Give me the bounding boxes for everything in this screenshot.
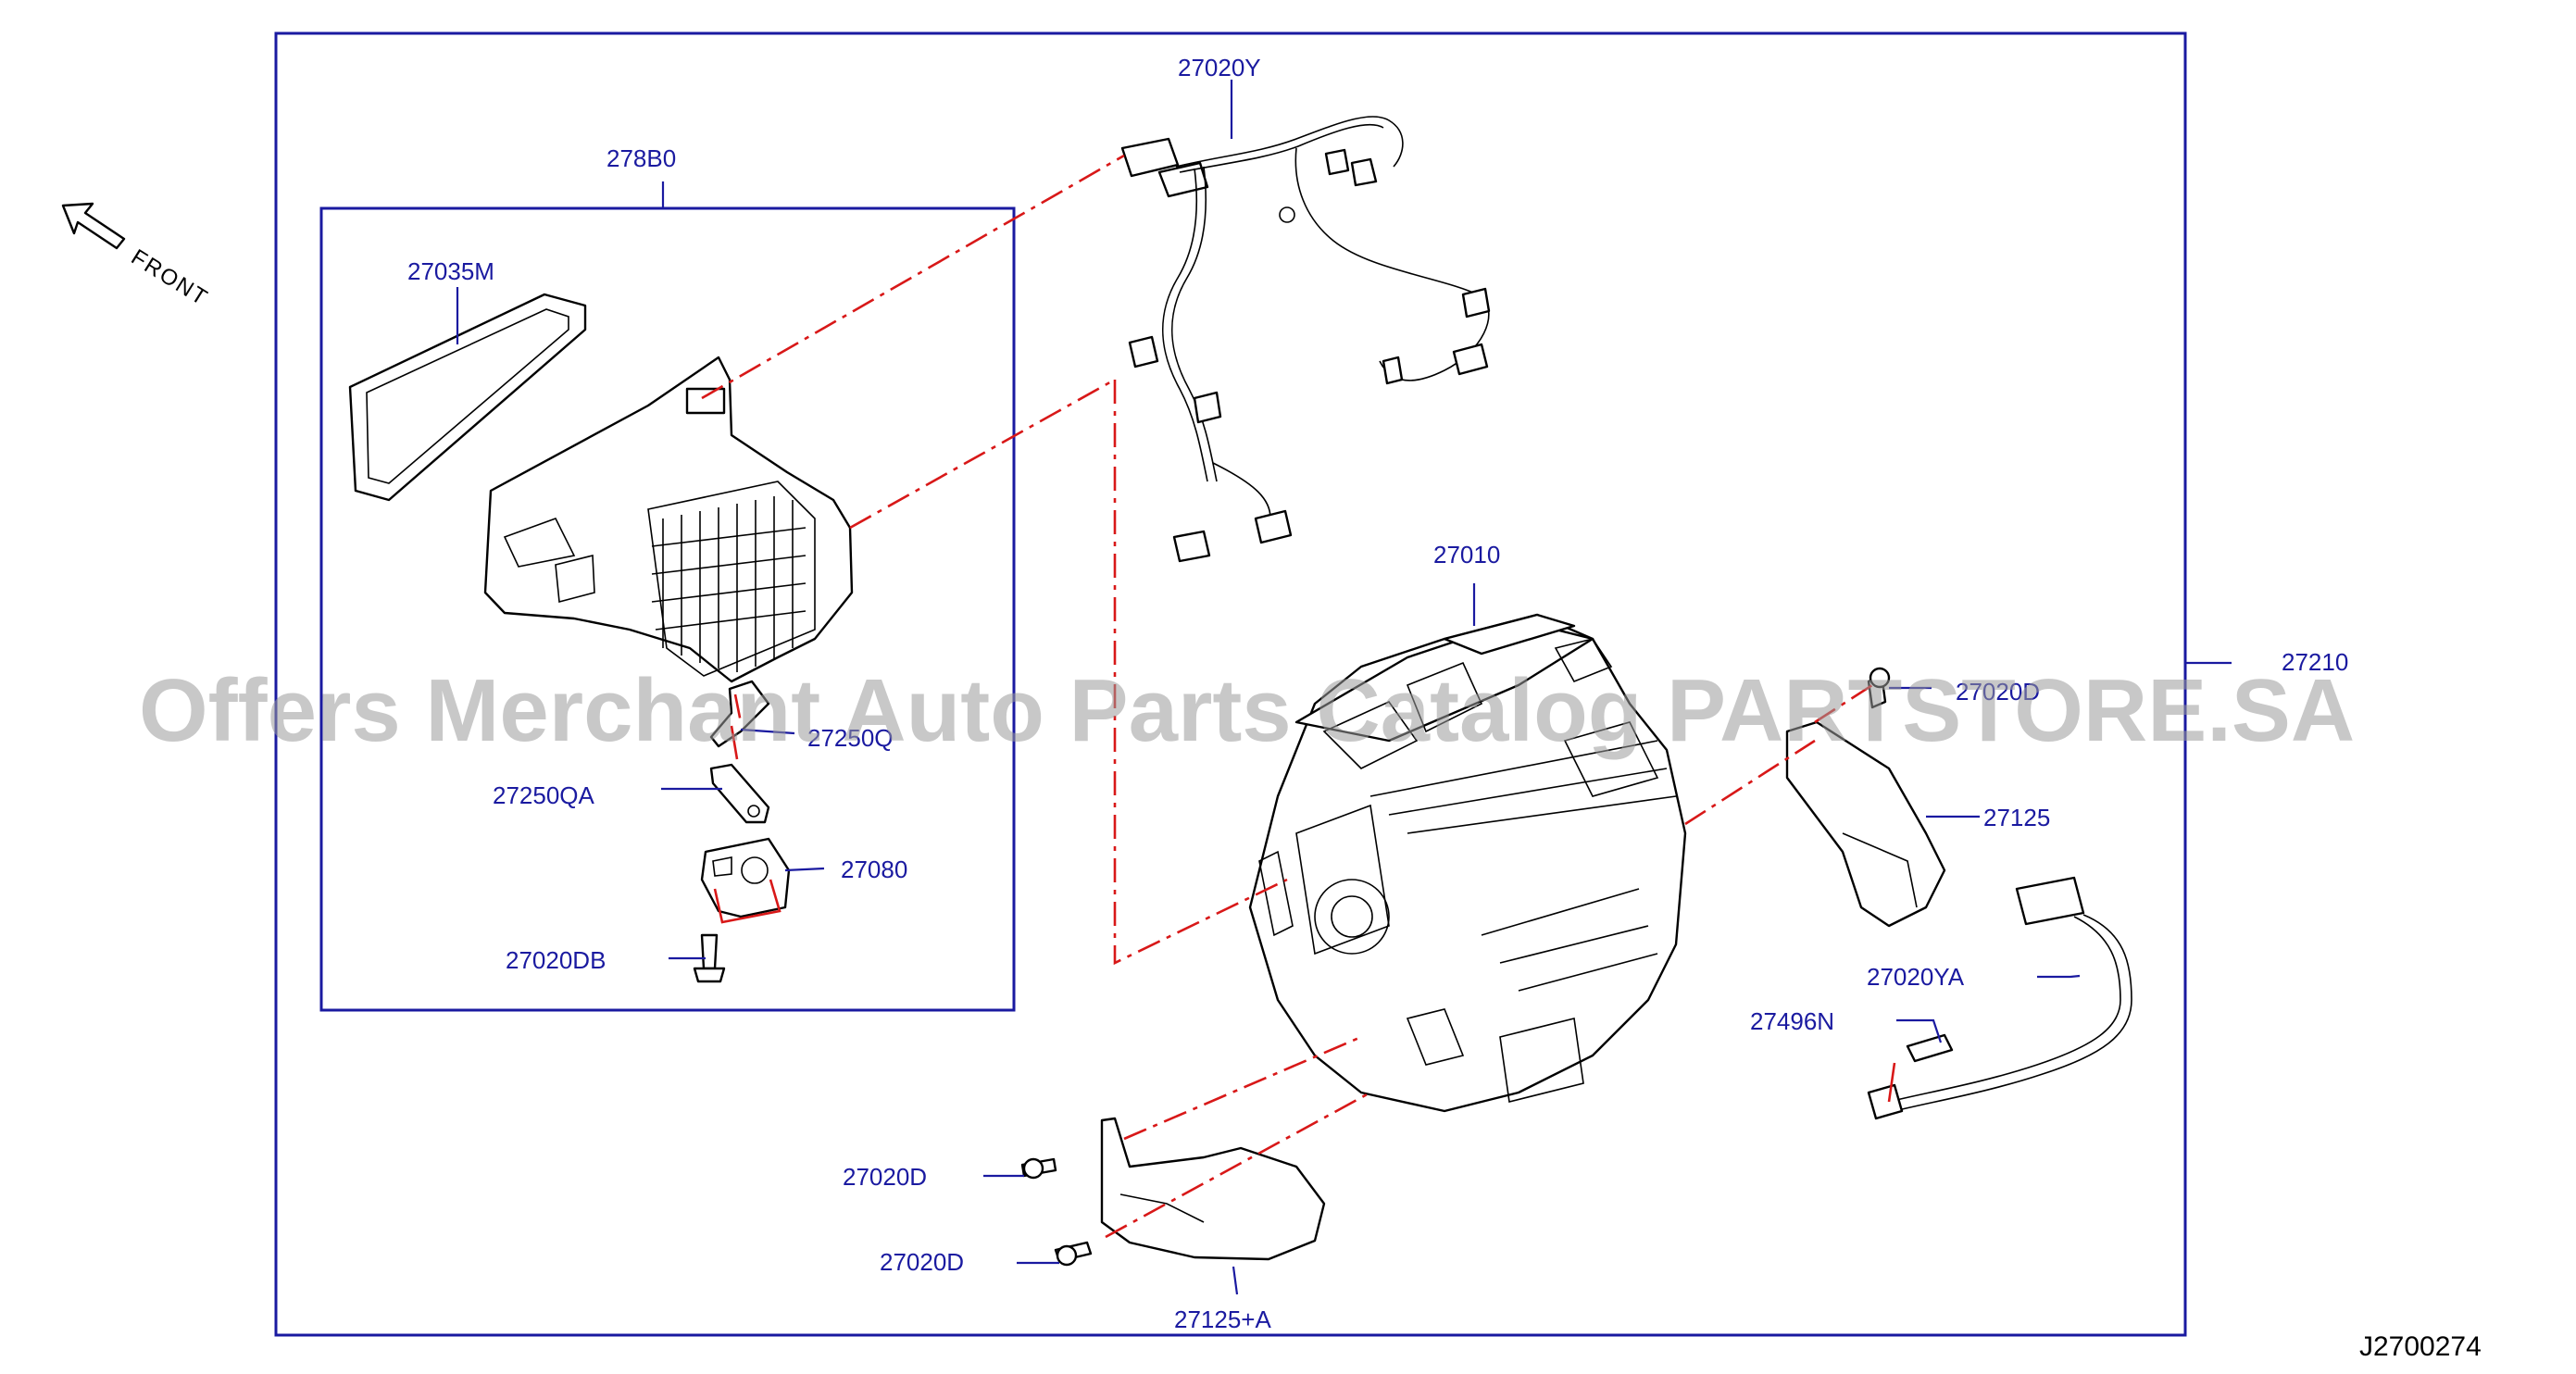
callout-27250QA: 27250QA <box>493 781 595 809</box>
actuator-27080 <box>700 837 791 918</box>
air-filter-27035M <box>348 293 587 502</box>
callout-27020D-lower-1: 27020D <box>843 1163 927 1191</box>
screw-27020D-lower-1 <box>1020 1157 1057 1180</box>
callout-27020DB: 27020DB <box>506 946 606 974</box>
callout-27020D-right: 27020D <box>1956 678 2040 706</box>
screw-27020D-right <box>1867 667 1891 709</box>
callout-27010: 27010 <box>1433 541 1500 568</box>
screw-27020D-lower-2 <box>1054 1241 1093 1267</box>
callout-27020Y: 27020Y <box>1178 54 1261 81</box>
cover-27125A <box>1100 1117 1326 1261</box>
cover-27125 <box>1785 720 1946 928</box>
callout-27080: 27080 <box>841 856 907 883</box>
blower-housing <box>483 356 854 683</box>
callout-278B0: 278B0 <box>606 144 676 172</box>
front-arrow-icon: FRONT <box>61 202 213 311</box>
wire-harness-27020YA <box>1867 876 2132 1120</box>
wire-harness-27020Y <box>1120 116 1491 563</box>
link-27250QA <box>709 763 770 824</box>
watermark: Offers Merchant Auto Parts Catalog PARTS… <box>139 661 2355 760</box>
callout-27020YA: 27020YA <box>1867 963 1965 991</box>
diagram-id: J2700274 <box>2359 1331 2482 1362</box>
callout-27125: 27125 <box>1983 804 2050 831</box>
leader-lines <box>456 80 2232 1295</box>
front-label: FRONT <box>127 244 213 311</box>
callout-27035M: 27035M <box>407 257 494 285</box>
alignment-lines <box>701 154 1896 1239</box>
assembly-frame <box>274 31 2187 1337</box>
callout-27496N: 27496N <box>1750 1007 1834 1035</box>
callout-27020D-lower-2: 27020D <box>880 1248 964 1276</box>
callout-27210: 27210 <box>2282 648 2348 676</box>
blower-subassembly-frame <box>319 206 1016 1012</box>
callout-27250Q: 27250Q <box>807 724 894 752</box>
callout-27125A: 27125+A <box>1174 1305 1271 1333</box>
heater-unit-27010 <box>1248 613 1687 1113</box>
